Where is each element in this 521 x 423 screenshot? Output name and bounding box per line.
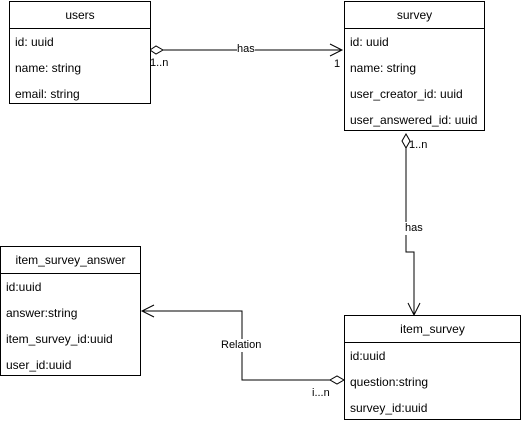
aggregation-diamond-survey xyxy=(401,132,411,150)
entity-survey-field: id: uuid xyxy=(350,35,389,49)
entity-item-survey[interactable]: item_survey id:uuid question:string surv… xyxy=(344,315,521,420)
entity-users-title: users xyxy=(10,2,150,29)
aggregation-diamond-users xyxy=(149,45,165,55)
entity-survey-field: user_answered_id: uuid xyxy=(350,113,478,127)
entity-survey[interactable]: survey id: uuid name: string user_creato… xyxy=(344,1,485,131)
entity-item-survey-answer-field: item_survey_id:uuid xyxy=(6,332,113,346)
cardinality-survey-items: 1..n xyxy=(409,139,428,151)
entity-item-survey-answer-field: answer:string xyxy=(6,306,78,320)
entity-item-survey-answer[interactable]: item_survey_answer id:uuid answer:string… xyxy=(0,246,141,376)
entity-users-field: id: uuid xyxy=(15,35,54,49)
entity-survey-field: name: string xyxy=(350,61,417,75)
cardinality-item-survey: i...n xyxy=(312,387,330,399)
entity-item-survey-field: question:string xyxy=(350,375,429,389)
relation-label-survey-item: has xyxy=(405,222,423,235)
relation-label-item-answer: Relation xyxy=(221,339,262,352)
aggregation-diamond-item-survey xyxy=(328,375,346,385)
entity-users-field: name: string xyxy=(15,61,82,75)
entity-survey-title: survey xyxy=(345,2,484,29)
arrowhead-answer xyxy=(140,304,155,318)
entity-users[interactable]: users id: uuid name: string email: strin… xyxy=(9,1,151,104)
entity-survey-field: user_creator_id: uuid xyxy=(350,87,463,101)
cardinality-users: 1..n xyxy=(150,57,169,69)
cardinality-survey: 1 xyxy=(334,58,341,70)
entity-item-survey-answer-title: item_survey_answer xyxy=(1,247,140,274)
entity-item-survey-answer-field: user_id:uuid xyxy=(6,358,72,372)
arrowhead-survey xyxy=(329,43,344,57)
relation-label-users-survey: has xyxy=(237,43,255,56)
entity-item-survey-answer-field: id:uuid xyxy=(6,280,42,294)
connector-survey-item-survey xyxy=(405,148,415,315)
entity-item-survey-title: item_survey xyxy=(345,316,520,343)
entity-item-survey-field: id:uuid xyxy=(350,349,386,363)
entity-users-field: email: string xyxy=(15,87,80,101)
entity-item-survey-field: survey_id:uuid xyxy=(350,401,428,415)
